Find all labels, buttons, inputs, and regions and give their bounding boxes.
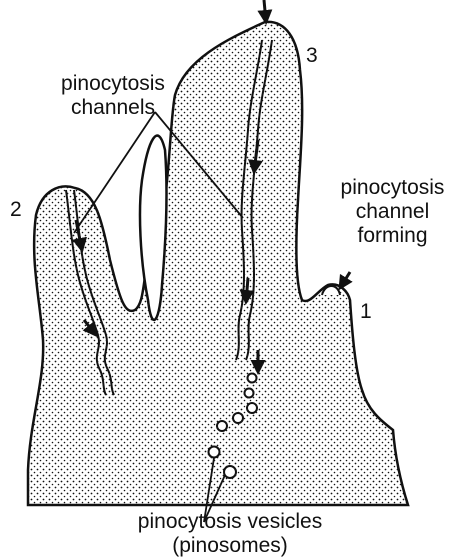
vesicles-label: pinocytosis vesicles (pinosomes) [80,510,380,558]
forming-label-line3: forming [325,224,460,248]
site-number-1: 1 [360,300,372,324]
channels-label-line1: pinocytosis [18,72,208,96]
entry-arrow-3 [264,0,266,22]
channels-label: pinocytosis channels [18,72,208,120]
flow-arrow-3b [246,278,248,302]
vesicles-label-line1: pinocytosis vesicles [80,510,380,534]
site-number-2: 2 [10,198,22,222]
vesicles-label-line2: (pinosomes) [80,534,380,558]
entry-arrow-1 [340,272,350,288]
site-number-3: 3 [306,44,318,68]
forming-label: pinocytosis channel forming [325,176,460,248]
forming-label-line1: pinocytosis [325,176,460,200]
channels-label-line2: channels [18,96,208,120]
forming-label-line2: channel [325,200,460,224]
